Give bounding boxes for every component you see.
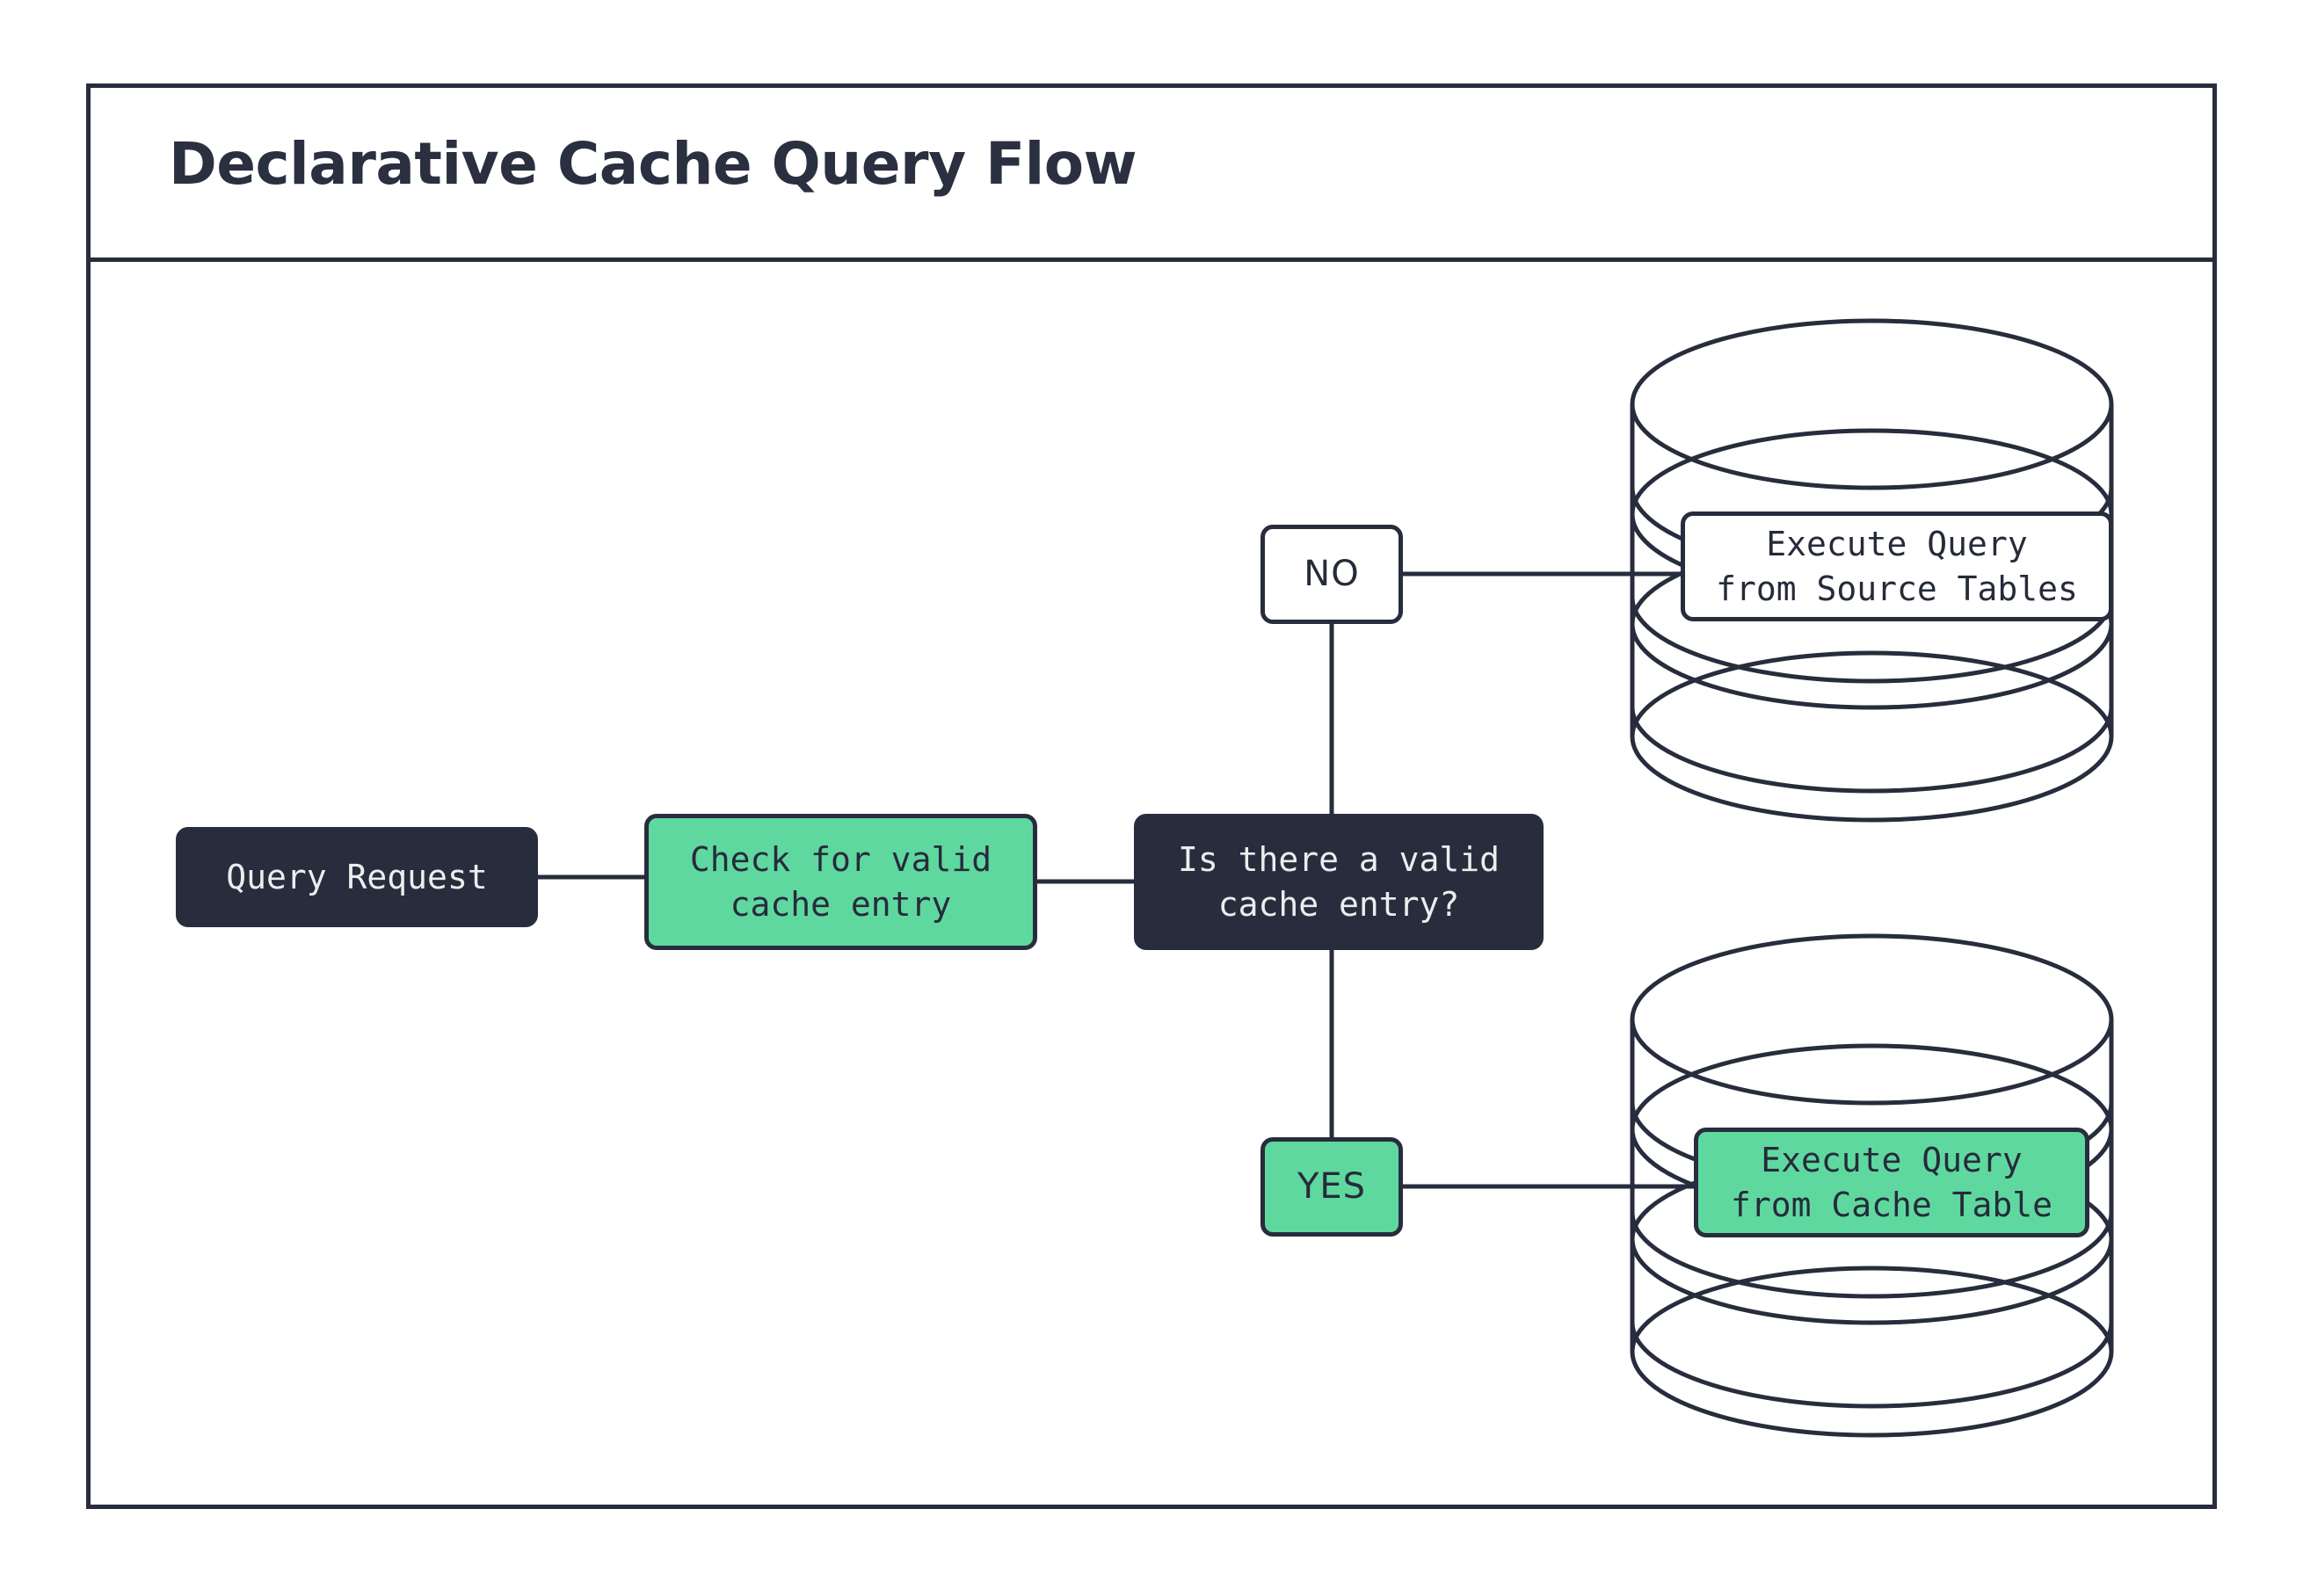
edge-label-no[interactable]: NO	[1260, 525, 1403, 624]
diagram-frame	[86, 83, 2217, 1509]
node-is-there-a-valid-cache-entry[interactable]: Is there a valid cache entry?	[1134, 814, 1544, 950]
node-execute-query-from-cache-table[interactable]: Execute Query from Cache Table	[1694, 1128, 2089, 1237]
node-execute-query-from-source-tables[interactable]: Execute Query from Source Tables	[1681, 511, 2113, 621]
page-title: Declarative Cache Query Flow	[169, 130, 1137, 198]
diagram-title-bar	[86, 83, 2217, 262]
node-check-for-valid-cache-entry[interactable]: Check for valid cache entry	[644, 814, 1037, 950]
node-query-request[interactable]: Query Request	[176, 827, 538, 927]
edge-label-yes[interactable]: YES	[1260, 1137, 1403, 1237]
